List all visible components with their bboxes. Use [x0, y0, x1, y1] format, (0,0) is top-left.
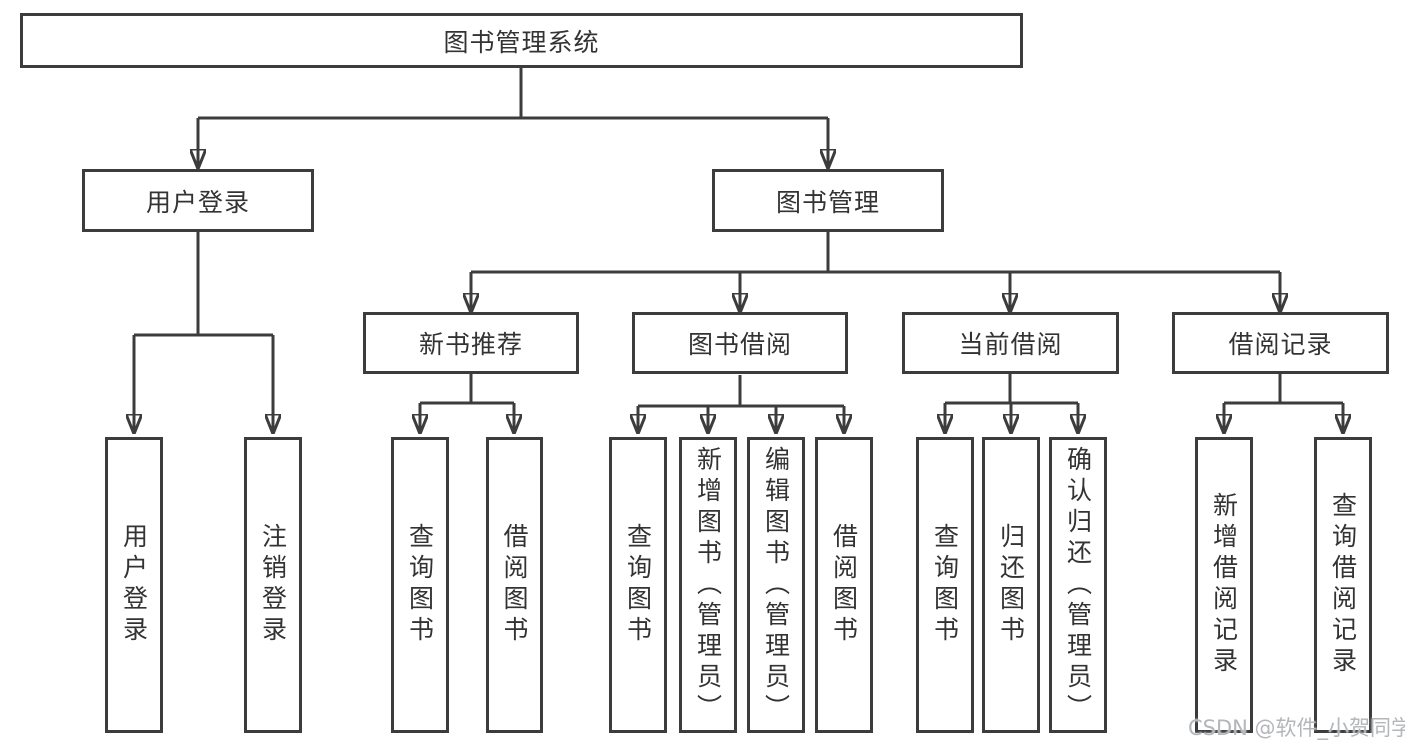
node-book-borrow-label: 图书借阅	[687, 330, 792, 359]
leaf-br-add-record: 新增借阅记录	[1195, 437, 1253, 733]
leaf-cb-confirm-return-admin: 确认归还（管理员）	[1049, 437, 1107, 733]
node-user-login: 用户登录	[82, 169, 314, 232]
connector-current-borrow-subtree	[945, 374, 1078, 434]
node-current-borrow-label: 当前借阅	[958, 330, 1063, 359]
node-book-management: 图书管理	[712, 169, 944, 232]
leaf-br-add-record-label: 新增借阅记录	[1209, 492, 1239, 678]
leaf-user-login-label: 用户登录	[119, 523, 149, 647]
connector-user-login-subtree	[134, 232, 273, 434]
connector-book-management-subtree	[471, 232, 1280, 313]
leaf-nb-query-books-label: 查询图书	[405, 523, 435, 647]
leaf-br-query-record-label: 查询借阅记录	[1328, 492, 1358, 678]
leaf-cb-query-books-label: 查询图书	[930, 523, 960, 647]
node-root-label: 图书管理系统	[443, 27, 600, 57]
leaf-nb-borrow-books-label: 借阅图书	[500, 523, 529, 647]
leaf-bb-borrow-books-label: 借阅图书	[829, 523, 859, 647]
leaf-bb-add-books-admin: 新增图书（管理员）	[679, 437, 737, 733]
leaf-bb-query-books: 查询图书	[609, 437, 667, 733]
leaf-cb-confirm-return-admin-label: 确认归还（管理员）	[1063, 445, 1093, 725]
node-book-borrow: 图书借阅	[632, 312, 848, 374]
leaf-logout: 注销登录	[244, 437, 302, 733]
connector-book-borrow-subtree	[638, 375, 844, 434]
node-root: 图书管理系统	[20, 13, 1023, 68]
leaf-bb-edit-books-admin: 编辑图书（管理员）	[747, 437, 805, 733]
node-new-book-recommend: 新书推荐	[363, 312, 579, 374]
leaf-bb-add-books-admin-label: 新增图书（管理员）	[693, 445, 723, 725]
leaf-cb-return-books: 归还图书	[982, 437, 1040, 733]
leaf-logout-label: 注销登录	[258, 523, 288, 647]
node-book-management-label: 图书管理	[775, 187, 880, 217]
leaf-bb-borrow-books: 借阅图书	[815, 437, 873, 733]
connector-root-to-level2	[198, 68, 828, 169]
leaf-nb-query-books: 查询图书	[391, 437, 449, 733]
node-borrow-records-label: 借阅记录	[1228, 330, 1333, 359]
leaf-cb-return-books-label: 归还图书	[996, 523, 1026, 647]
node-current-borrow: 当前借阅	[902, 312, 1119, 374]
node-new-book-recommend-label: 新书推荐	[418, 330, 523, 359]
leaf-br-query-record: 查询借阅记录	[1314, 437, 1372, 733]
connector-borrow-records-subtree	[1224, 374, 1343, 434]
leaf-nb-borrow-books: 借阅图书	[486, 437, 543, 733]
leaf-bb-query-books-label: 查询图书	[623, 523, 653, 647]
watermark: CSDN @软件_小贺同学	[1188, 716, 1405, 740]
leaf-bb-edit-books-admin-label: 编辑图书（管理员）	[761, 445, 791, 725]
leaf-user-login: 用户登录	[105, 437, 163, 733]
connector-new-book-subtree	[420, 374, 514, 434]
node-borrow-records: 借阅记录	[1172, 312, 1389, 374]
leaf-cb-query-books: 查询图书	[916, 437, 974, 733]
node-user-login-label: 用户登录	[145, 187, 250, 217]
